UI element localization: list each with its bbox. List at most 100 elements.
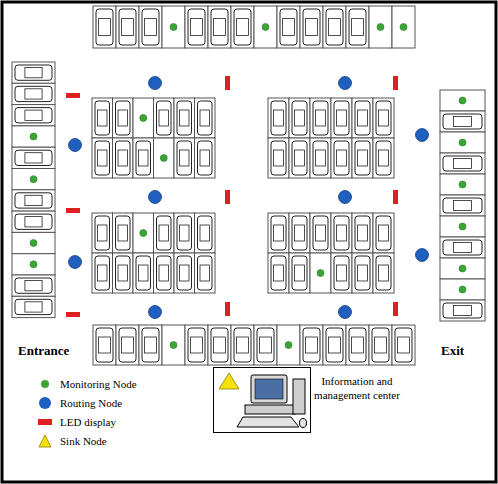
stall-outline [289,138,310,178]
stall-outline [12,296,55,317]
car-body [376,216,391,250]
stall-outline [116,325,139,365]
car-body [198,141,213,175]
car-body [177,101,192,135]
car-body [395,328,412,362]
car-body [95,101,110,135]
stall-outline [208,325,231,365]
car-body [95,256,110,290]
parking-stall [116,325,139,365]
stall-outline [300,325,323,365]
car-roof [118,265,128,281]
stall-outline [12,169,55,190]
parking-stall [440,258,485,279]
pc-base [245,405,295,414]
car-roof [352,337,364,353]
car-roof [329,337,341,353]
routing-node [69,256,82,269]
car-roof [454,243,472,253]
parking-stall [231,6,254,48]
car-roof [295,110,305,126]
car-roof [122,337,134,353]
parking-stall [139,6,162,48]
car-body [313,101,328,135]
car-body [198,256,213,290]
stall-outline [12,105,55,126]
parking-stall [440,300,485,321]
monitoring-node [170,24,177,31]
car-roof [25,89,42,99]
parking-stall [113,253,134,293]
car-body [349,9,366,45]
car-roof [214,337,226,353]
parking-stall [300,325,323,365]
car-roof [139,265,149,281]
routing-node [416,249,429,262]
keyboard [237,417,299,427]
stall-outline [331,253,352,293]
car-roof [180,110,190,126]
parking-stall [440,132,485,153]
parking-stall [162,325,185,365]
stall-outline [440,195,485,216]
car-body [15,108,52,123]
car-roof [200,110,210,126]
car-body [95,141,110,175]
car-roof [283,19,295,36]
stall-outline [92,213,113,253]
legend-text: Monitoring Node [60,378,137,390]
parking-stall [174,253,195,293]
car-body [376,101,391,135]
stall-outline [373,253,394,293]
parking-stall [12,83,55,104]
car-body [96,9,113,45]
car-body [334,256,349,290]
car-body [119,9,136,45]
parking-stall [195,138,216,178]
car-roof [191,337,203,353]
parking-stall [331,213,352,253]
stall-outline [154,98,175,138]
parking-stalls [12,6,485,365]
car-body [313,141,328,175]
stall-outline [12,83,55,104]
parking-stall [440,90,485,111]
car-roof [180,150,190,166]
stall-outline [162,325,185,365]
parking-stall [113,138,134,178]
car-body [116,101,131,135]
car-body [15,86,52,101]
legend-swatch [38,396,52,410]
car-roof [159,110,169,126]
car-roof [337,110,347,126]
monitoring-node [400,24,407,31]
parking-stall [139,325,162,365]
car-body [116,256,131,290]
car-body [271,256,286,290]
stall-outline [440,216,485,237]
stall-outline [92,98,113,138]
legend-swatch [38,434,52,448]
parking-stall [12,190,55,211]
car-roof [379,150,389,166]
stall-outline [392,325,415,365]
parking-stall [310,138,331,178]
car-body [177,141,192,175]
car-body [157,256,172,290]
car-body [376,256,391,290]
car-body [443,198,482,213]
stall-outline [12,62,55,83]
stall-outline [268,213,289,253]
car-roof [180,225,190,241]
car-body [96,328,113,362]
parking-stall [310,98,331,138]
parking-stall [277,6,300,48]
stall-outline [440,153,485,174]
stall-outline [346,325,369,365]
car-body [292,216,307,250]
routing-node [339,77,352,90]
monitoring-node [140,230,147,237]
car-roof [295,265,305,281]
parking-stall [373,213,394,253]
parking-stall [231,325,254,365]
